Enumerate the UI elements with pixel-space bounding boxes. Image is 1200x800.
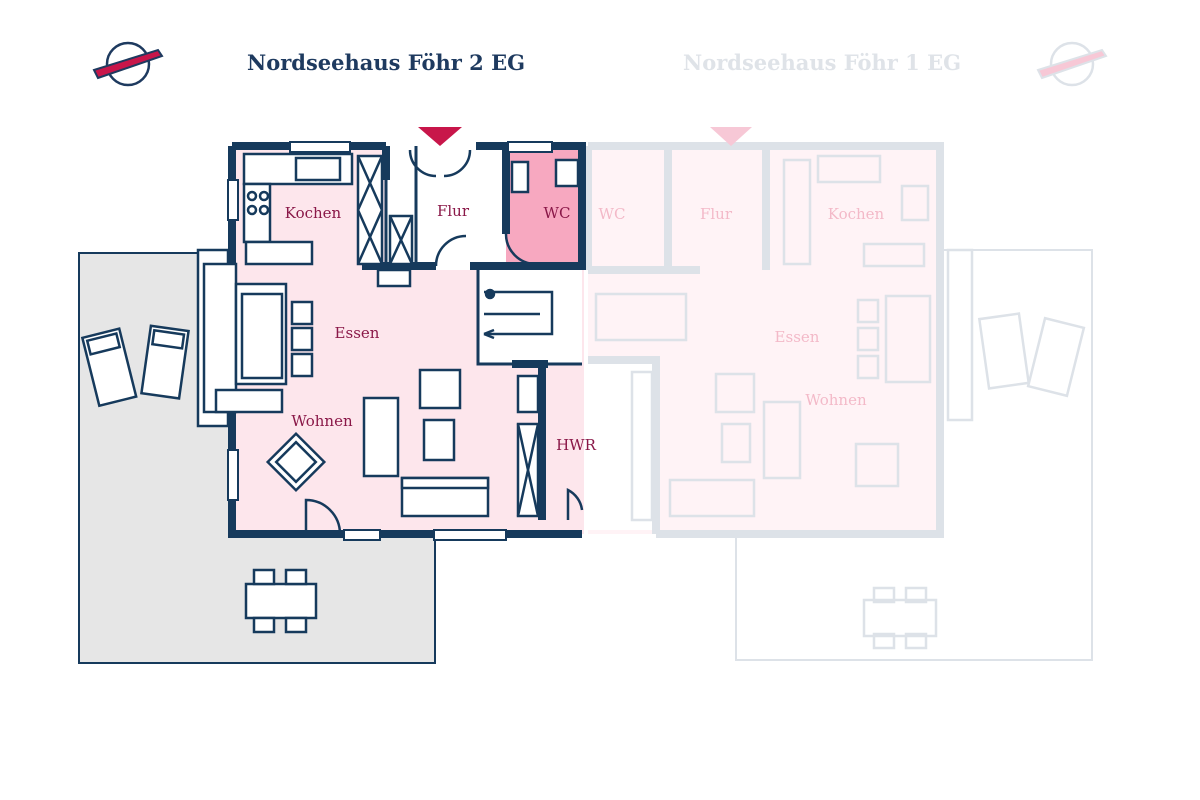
windows	[227, 141, 553, 541]
room-label-kochen[interactable]: Kochen	[285, 204, 342, 222]
room-label-faded-essen: Essen	[775, 328, 820, 346]
entrance-marker-faded	[710, 127, 752, 146]
room-label-wc[interactable]: WC	[544, 204, 571, 222]
hwr-gap-faded	[584, 360, 656, 530]
room-label-flur[interactable]: Flur	[437, 202, 470, 220]
room-label-essen[interactable]: Essen	[335, 324, 380, 342]
logo-icon[interactable]	[92, 41, 164, 87]
floor-title-active[interactable]: Nordseehaus Föhr 2 EG	[247, 50, 526, 75]
hwr-furniture	[516, 374, 540, 518]
terrace-furniture	[80, 324, 318, 634]
room-label-faded-wc: WC	[599, 205, 626, 223]
room-fill-stair	[478, 270, 582, 364]
plan-inactive[interactable]: WC Flur Kochen Essen Wohnen	[584, 127, 1093, 661]
room-label-faded-kochen: Kochen	[828, 205, 885, 223]
walls-faded	[584, 142, 944, 538]
doors	[304, 149, 584, 535]
room-label-hwr[interactable]: HWR	[556, 436, 596, 454]
room-label-wohnen[interactable]: Wohnen	[291, 412, 353, 430]
living-furniture	[196, 248, 490, 518]
logo-icon-faded[interactable]	[1036, 41, 1108, 87]
furniture-faded	[594, 154, 1086, 650]
staircase	[483, 288, 554, 340]
room-label-faded-flur: Flur	[700, 205, 733, 223]
kitchen-furniture	[242, 152, 580, 288]
room-label-faded-wohnen: Wohnen	[805, 391, 867, 409]
entrance-marker[interactable]	[418, 127, 462, 146]
plan-active[interactable]: Kochen Flur WC Essen Wohnen HWR	[78, 127, 597, 664]
floor-title-inactive[interactable]: Nordseehaus Föhr 1 EG	[683, 50, 962, 75]
